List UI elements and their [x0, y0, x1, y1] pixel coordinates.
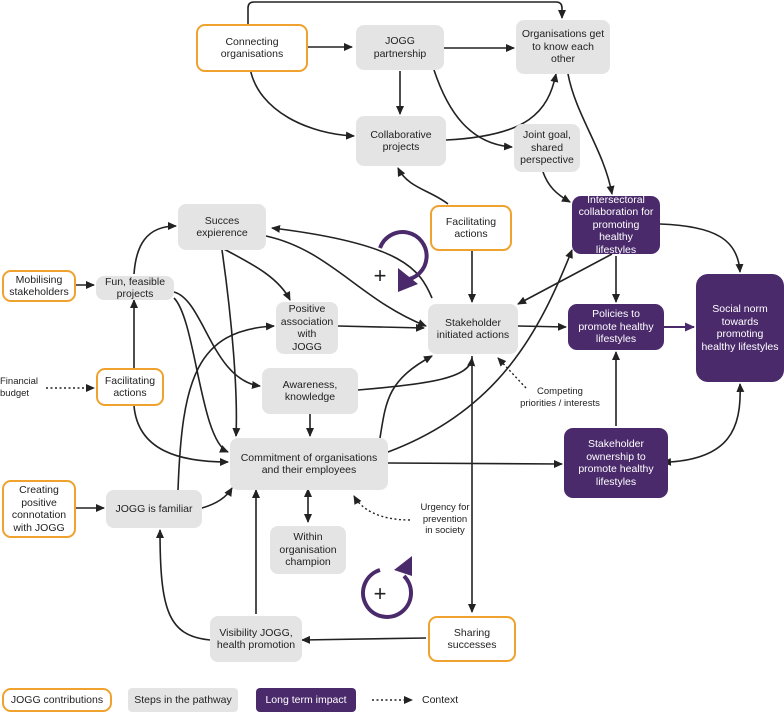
loop-plus-top: +: [374, 263, 387, 288]
node-jogg-is-familiar: JOGG is familiar: [106, 490, 202, 528]
arrow-know-each-other-to-intersectoral: [567, 73, 615, 195]
node-joint-goal: Joint goal, shared perspective: [514, 124, 580, 172]
node-fun-feasible-projects: Fun, feasible projects: [96, 276, 174, 300]
node-stakeholder-ownership: Stakeholder ownership to promote healthy…: [564, 428, 668, 498]
node-connecting-organisations: Connecting organisations: [196, 24, 308, 72]
arrow-collaborative-to-know-each-other: [445, 73, 559, 141]
node-policies: Policies to promote healthy lifestyles: [568, 304, 664, 350]
reinforcing-loop-bottom: +: [361, 556, 413, 619]
arrow-connecting-to-collaborative: [249, 67, 355, 140]
arrow-fun-to-awareness: [173, 291, 261, 389]
reinforcing-loop-top: +: [374, 230, 429, 292]
node-stakeholder-initiated-actions: Stakeholder initiated actions: [428, 304, 518, 354]
arrow-connecting-to-know-each-other: [247, 1, 566, 38]
arrow-awareness-to-stakeholder: [357, 357, 476, 391]
node-succes-experience: Succes expierence: [178, 204, 266, 250]
arrow-facilitating-left-to-commitment: [133, 405, 229, 466]
arrow-positive-to-stakeholder: [337, 323, 425, 332]
legend-long-term-impact: Long term impact: [256, 688, 356, 712]
arrow-facilitating-to-collaborative: [397, 167, 449, 205]
node-collaborative-projects: Collaborative projects: [356, 116, 446, 166]
node-intersectoral-collaboration: Intersectoral collaboration for promotin…: [572, 194, 660, 256]
context-financial-budget: Financial budget: [0, 376, 39, 399]
context-urgency-prevention: Urgency for prevention in society: [420, 502, 470, 536]
arrow-fun-to-succes: [133, 222, 177, 275]
node-social-norm: Social norm towards promoting healthy li…: [696, 274, 784, 382]
arrow-intersectoral-to-stakeholder: [517, 253, 613, 305]
node-visibility-jogg: Visibility JOGG, health promotion: [210, 616, 302, 662]
legend-context: Context: [422, 694, 459, 706]
context-competing-priorities: Competing priorities / interests: [520, 386, 600, 409]
arrow-familiar-to-positive: [177, 322, 275, 491]
arrow-succes-to-commitment: [221, 249, 241, 437]
arrow-stakeholder-to-policies: [517, 322, 567, 331]
arrow-commitment-to-stakeholder: [379, 355, 433, 439]
arrow-sharing-to-visibility: [301, 635, 427, 644]
node-within-organisation-champion: Within organisation champion: [270, 526, 346, 574]
arrow-ownership-social-norm: [662, 383, 745, 466]
arrow-succes-to-stakeholder: [265, 235, 427, 327]
legend-jogg-contributions: JOGG contributions: [2, 688, 112, 712]
node-organisations-get-to-know: Organisations get to know each other: [516, 20, 610, 74]
arrow-partnership-to-joint-goal: [433, 69, 513, 151]
node-jogg-partnership: JOGG partnership: [356, 25, 444, 70]
arrow-visibility-to-familiar: [156, 529, 211, 641]
arrow-stakeholder-to-intersectoral: [271, 224, 433, 299]
node-commitment: Commitment of organisations and their em…: [230, 438, 388, 490]
arrow-familiar-to-commitment: [201, 487, 233, 509]
arrow-commitment-to-ownership: [387, 459, 563, 468]
arrow-succes-to-positive: [221, 247, 291, 301]
node-sharing-successes: Sharing successes: [428, 616, 516, 662]
arrow-joint-goal-to-intersectoral: [542, 171, 571, 203]
legend-steps-in-pathway: Steps in the pathway: [128, 688, 238, 712]
context-arrow-urgency: [353, 495, 411, 521]
node-awareness-knowledge: Awareness, knowledge: [262, 368, 358, 414]
node-facilitating-actions-top: Facilitating actions: [430, 205, 512, 251]
arrow-intersectoral-to-social-norm: [659, 223, 744, 273]
arrow-fun-to-commitment: [173, 297, 229, 453]
node-creating-positive-connotation: Creating positive connotation with JOGG: [2, 480, 76, 538]
node-positive-association: Positive association with JOGG: [276, 302, 338, 354]
loop-plus-bottom: +: [374, 581, 387, 606]
arrow-commitment-to-intersectoral: [387, 249, 573, 453]
node-facilitating-actions-left: Facilitating actions: [96, 368, 164, 406]
node-mobilising-stakeholders: Mobilising stakeholders: [2, 270, 76, 302]
